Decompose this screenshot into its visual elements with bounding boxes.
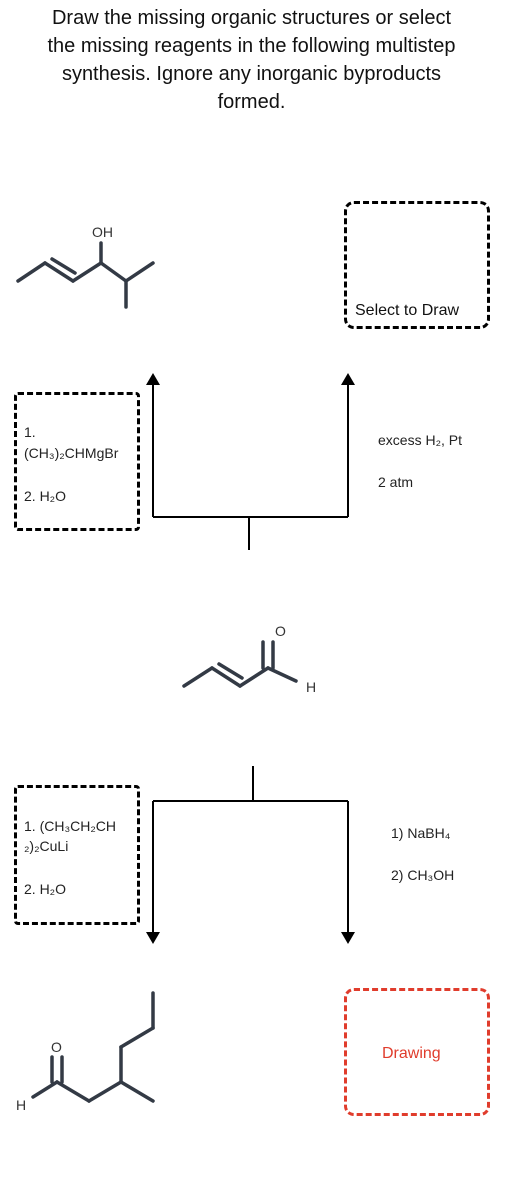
reagents-top-right-line-2: 2 atm: [378, 474, 414, 490]
top-right-draw-box[interactable]: Select to Draw: [344, 201, 490, 329]
bottom-left-molecule-h-label: H: [16, 1097, 26, 1113]
middle-molecule-o-label: O: [275, 623, 286, 639]
middle-molecule[interactable]: O H: [170, 618, 330, 698]
instructions-line-3: synthesis. Ignore any inorganic byproduc…: [61, 63, 442, 85]
reagent-box-bottom-line-3: 2. H₂O: [24, 881, 66, 897]
top-left-molecule[interactable]: OH: [0, 215, 180, 315]
bottom-right-draw-box-label: Drawing: [382, 1045, 441, 1062]
reagent-box-top-line-2: (CH₃)₂CHMgBr: [24, 445, 119, 461]
instructions-line-2: the missing reagents in the following mu…: [47, 35, 456, 57]
bottom-right-draw-box[interactable]: Drawing: [344, 988, 490, 1116]
top-left-arrowhead: [146, 373, 160, 385]
reagent-box-top-line-1: 1.: [24, 424, 36, 440]
bottom-left-molecule-o-label: O: [51, 1039, 62, 1055]
middle-molecule-h-label: H: [306, 679, 316, 695]
reagent-box-top-line-3: 2. H₂O: [24, 488, 66, 504]
reagents-bottom-right-line-2: 2) CH₃OH: [391, 867, 455, 883]
reagent-box-bottom-line-2: ₂)₂CuLi: [24, 838, 69, 854]
bottom-left-molecule[interactable]: O H: [0, 985, 180, 1115]
top-left-molecule-oh-label: OH: [92, 224, 113, 240]
reagents-bottom-right-line-1: 1) NaBH₄: [391, 825, 451, 841]
instructions-line-1: Draw the missing organic structures or s…: [51, 7, 452, 29]
bottom-right-arrowhead: [341, 932, 355, 944]
reagent-box-bottom[interactable]: 1. (CH₃CH₂CH ₂)₂CuLi 2. H₂O: [14, 785, 140, 925]
reagent-box-top[interactable]: 1. (CH₃)₂CHMgBr 2. H₂O: [14, 392, 140, 531]
instructions: Draw the missing organic structures or s…: [0, 4, 503, 116]
top-right-arrowhead: [341, 373, 355, 385]
instructions-line-4: formed.: [217, 91, 286, 113]
reagents-top-right-line-1: excess H₂, Pt: [378, 432, 463, 448]
reagent-box-bottom-line-1: 1. (CH₃CH₂CH: [24, 818, 117, 834]
bottom-left-arrowhead: [146, 932, 160, 944]
top-right-draw-box-label: Select to Draw: [355, 302, 460, 319]
